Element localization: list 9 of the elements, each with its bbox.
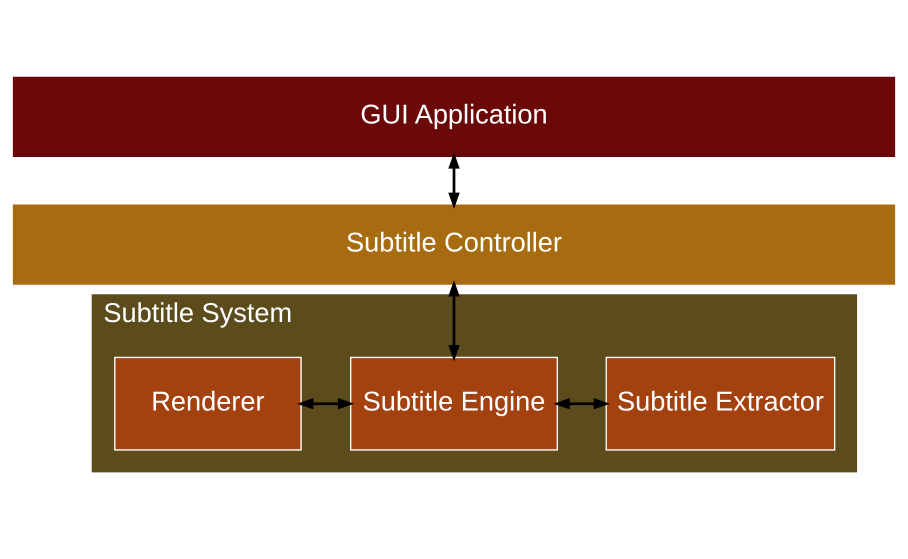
arrow (553, 397, 610, 409)
node-box: GUI Application (12, 76, 896, 156)
node-box: Subtitle Controller (12, 204, 896, 284)
node-box: Renderer (114, 356, 302, 450)
node-box: Subtitle Extractor (606, 356, 836, 450)
arrow (448, 280, 460, 361)
node-box: Subtitle Engine (350, 356, 558, 450)
arrow (297, 397, 354, 409)
arrow (448, 152, 460, 208)
